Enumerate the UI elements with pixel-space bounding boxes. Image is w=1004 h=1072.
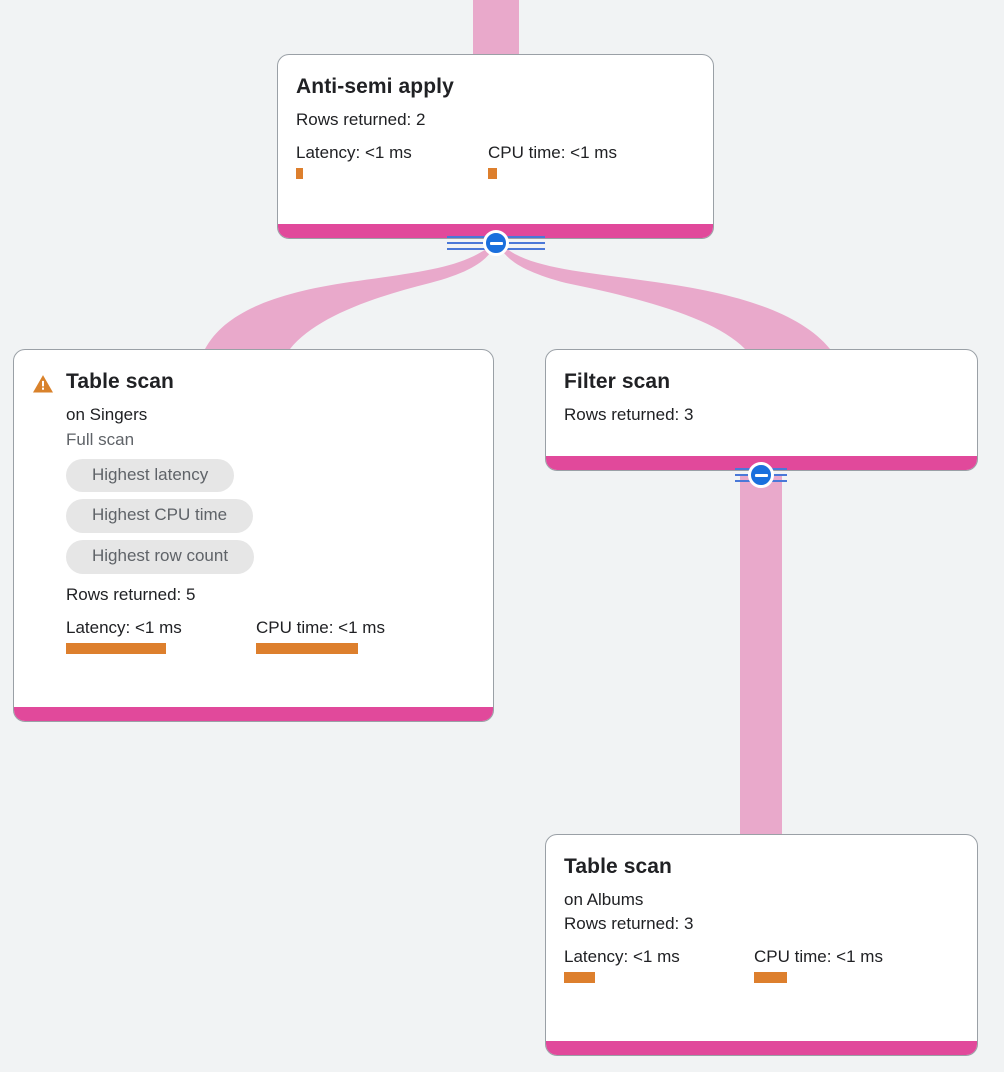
edge-antisemi-to-filterscan <box>500 247 830 349</box>
cpu-bar <box>488 168 497 180</box>
cpu-label: CPU time: <1 ms <box>488 143 617 163</box>
node-subtitle: on Albums <box>564 890 644 910</box>
minus-circle-icon <box>754 473 768 477</box>
warning-triangle-icon <box>33 375 53 393</box>
latency-bar <box>564 972 595 984</box>
toggle-filter-scan[interactable] <box>748 462 774 488</box>
edge-inbound-root <box>473 0 519 54</box>
chip-highest-latency[interactable]: Highest latency <box>66 458 235 493</box>
node-header: Table scan <box>564 855 959 879</box>
node-metrics: Latency: <1 ms CPU time: <1 ms <box>66 618 475 654</box>
latency-metric: Latency: <1 ms <box>564 947 754 984</box>
rows-returned: Rows returned: 3 <box>564 914 694 934</box>
edge-antisemi-to-tablescan-singers <box>205 247 494 349</box>
chip-highest-row-count[interactable]: Highest row count <box>66 540 255 574</box>
node-chip-list: Highest latency Highest CPU time Highest… <box>66 458 475 574</box>
latency-bar <box>66 642 166 654</box>
cpu-metric: CPU time: <1 ms <box>488 143 617 180</box>
node-body: Table scan on Albums Rows returned: 3 La… <box>546 835 977 1041</box>
node-body: Anti-semi apply Rows returned: 2 Latency… <box>278 55 713 224</box>
edge-filterscan-to-tablescan-albums <box>740 474 782 836</box>
cpu-label: CPU time: <1 ms <box>754 947 883 967</box>
plan-node-table-scan-albums[interactable]: Table scan on Albums Rows returned: 3 La… <box>545 834 978 1056</box>
rows-returned: Rows returned: 3 <box>564 405 694 425</box>
plan-node-table-scan-singers[interactable]: Table scan on Singers Full scan Highest … <box>13 349 494 722</box>
cpu-metric: CPU time: <1 ms <box>256 618 385 654</box>
rows-returned: Rows returned: 5 <box>66 584 196 604</box>
latency-bar <box>296 168 303 180</box>
node-title: Filter scan <box>564 370 671 393</box>
node-title: Anti-semi apply <box>296 75 454 98</box>
cpu-bar <box>754 972 787 984</box>
toggle-anti-semi-apply[interactable] <box>483 230 509 256</box>
rows-returned: Rows returned: 2 <box>296 110 426 130</box>
node-details: on Singers Full scan Highest latency Hig… <box>32 394 475 654</box>
plan-node-filter-scan[interactable]: Filter scan Rows returned: 3 <box>545 349 978 471</box>
node-metrics: Latency: <1 ms CPU time: <1 ms <box>296 143 695 180</box>
cpu-label: CPU time: <1 ms <box>256 617 385 637</box>
node-body: Filter scan Rows returned: 3 <box>546 350 977 456</box>
node-header: Anti-semi apply <box>296 75 695 99</box>
node-header: Filter scan <box>564 370 959 394</box>
latency-metric: Latency: <1 ms <box>296 143 488 180</box>
node-title: Table scan <box>564 855 672 878</box>
node-subtitle: on Singers <box>66 405 148 425</box>
node-header: Table scan <box>32 370 475 394</box>
node-accent-bar <box>14 707 493 721</box>
latency-metric: Latency: <1 ms <box>66 618 256 654</box>
node-title: Table scan <box>66 370 174 393</box>
latency-label: Latency: <1 ms <box>66 617 182 637</box>
node-body: Table scan on Singers Full scan Highest … <box>14 350 493 707</box>
latency-label: Latency: <1 ms <box>296 143 412 163</box>
plan-node-anti-semi-apply[interactable]: Anti-semi apply Rows returned: 2 Latency… <box>277 54 714 239</box>
node-scan-type: Full scan <box>66 430 135 450</box>
latency-label: Latency: <1 ms <box>564 947 680 967</box>
cpu-bar <box>256 642 358 654</box>
minus-circle-icon <box>489 241 503 245</box>
chip-highest-cpu-time[interactable]: Highest CPU time <box>66 499 254 534</box>
node-metrics: Latency: <1 ms CPU time: <1 ms <box>564 947 959 984</box>
node-accent-bar <box>546 1041 977 1055</box>
cpu-metric: CPU time: <1 ms <box>754 947 883 984</box>
